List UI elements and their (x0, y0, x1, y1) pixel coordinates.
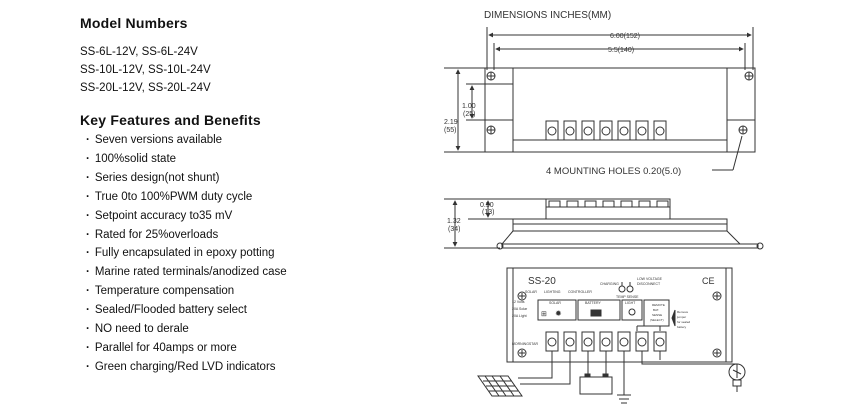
remote-label: BAT. (653, 308, 659, 312)
side-note: battery (677, 325, 687, 329)
terminal-block-top (545, 120, 667, 141)
panel-disconnect-text: DISCONNECT (637, 282, 661, 286)
mounting-holes-label: 4 MOUNTING HOLES 0.20(5.0) (546, 166, 681, 177)
side-note: Remove (677, 310, 689, 314)
terminal-height-label: 0.50 (480, 202, 494, 209)
solar-panel-icon (477, 375, 523, 397)
terminal-battery-label: BATTERY (585, 301, 601, 305)
morningstar-logo-text: MORNINGSTAR (512, 342, 538, 346)
model-line: SS-20L-12V, SS-20L-24V (80, 82, 211, 94)
panel-low-voltage-text: LOW VOLTAGE (637, 277, 663, 281)
diagram-title: DIMENSIONS INCHES(MM) (484, 10, 611, 21)
model-numbers-heading: Model Numbers (80, 15, 188, 31)
panel-temp-sense-text: TEMP SENSE (616, 295, 639, 299)
panel-spec: 20A Solar (512, 307, 528, 311)
remote-label: REMOTE (652, 303, 665, 307)
features-list: Seven versions available 100%solid state… (86, 131, 287, 377)
outer-height-mm-label: (55) (444, 127, 456, 134)
feature-item: Temperature compensation (86, 282, 287, 301)
controller-side-view (496, 198, 764, 250)
model-list: SS-6L-12V, SS-6L-24V SS-10L-12V, SS-10L-… (80, 43, 211, 97)
feature-item: NO need to derale (86, 320, 287, 339)
feature-item: Setpoint accuracy to35 mV (86, 207, 287, 226)
terminal-light-label: LIGHT (625, 301, 636, 305)
terminal-block-front (545, 331, 667, 352)
outer-height-label: 2.19 (444, 119, 458, 126)
side-note: jumper (676, 315, 686, 319)
feature-item: 100%solid state (86, 150, 287, 169)
panel-spec: 12 Volts (512, 300, 525, 304)
panel-charging-text: CHARGING (600, 282, 619, 286)
panel-model: SS-20 (528, 276, 556, 287)
ce-mark: CE (702, 276, 715, 286)
inner-height-label: 1.00 (462, 103, 476, 110)
feature-item: Sealed/Flooded battery select (86, 301, 287, 320)
terminal-solar-label: SOLAR (549, 301, 561, 305)
remote-label: (SELECT) (650, 318, 664, 322)
lamp-icon (728, 363, 746, 392)
side-height-label: 1.32 (447, 218, 461, 225)
lvd-led-icon (626, 285, 634, 293)
feature-item: Green charging/Red LVD indicators (86, 358, 287, 377)
terminal-height-mm-label: (13) (482, 209, 494, 216)
overall-width-label: 6.00(152) (610, 33, 640, 40)
model-line: SS-6L-12V, SS-6L-24V (80, 46, 198, 58)
panel-lighting-text: LIGHTING (544, 290, 561, 294)
charging-led-icon (618, 285, 626, 293)
panel-spec: 20A Light (512, 314, 527, 318)
feature-item: Rated for 25%overloads (86, 226, 287, 245)
side-height-mm-label: (34) (448, 226, 460, 233)
svg-text:⊞: ⊞ (541, 311, 547, 318)
panel-controller-text: CONTROLLER (568, 290, 592, 294)
hole-spacing-label: 5.5(140) (608, 47, 634, 54)
feature-item: True 0to 100%PWM duty cycle (86, 188, 287, 207)
ground-icon (617, 394, 631, 404)
feature-item: Series design(not shunt) (86, 169, 287, 188)
battery-icon (579, 373, 613, 395)
feature-item: Marine rated terminals/anodized case (86, 263, 287, 282)
feature-item: Fully encapsulated in epoxy potting (86, 244, 287, 263)
side-note: for sealed (677, 320, 691, 324)
model-line: SS-10L-12V, SS-10L-24V (80, 64, 211, 76)
inner-height-mm-label: (25) (463, 111, 475, 118)
remote-label: SENSE (652, 313, 662, 317)
features-heading: Key Features and Benefits (80, 112, 261, 128)
sun-icon: ✹ (555, 309, 562, 318)
panel-solar-text: SOLAR (525, 290, 537, 294)
feature-item: Parallel for 40amps or more (86, 339, 287, 358)
feature-item: Seven versions available (86, 131, 287, 150)
